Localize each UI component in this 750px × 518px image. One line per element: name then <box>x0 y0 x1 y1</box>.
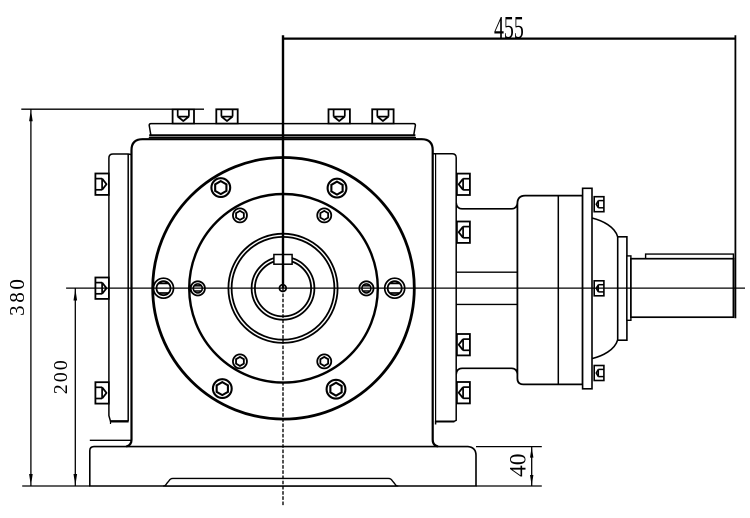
svg-text:200: 200 <box>50 358 72 394</box>
svg-text:380: 380 <box>5 277 29 316</box>
svg-text:40: 40 <box>505 453 531 477</box>
svg-text:455: 455 <box>494 9 524 45</box>
